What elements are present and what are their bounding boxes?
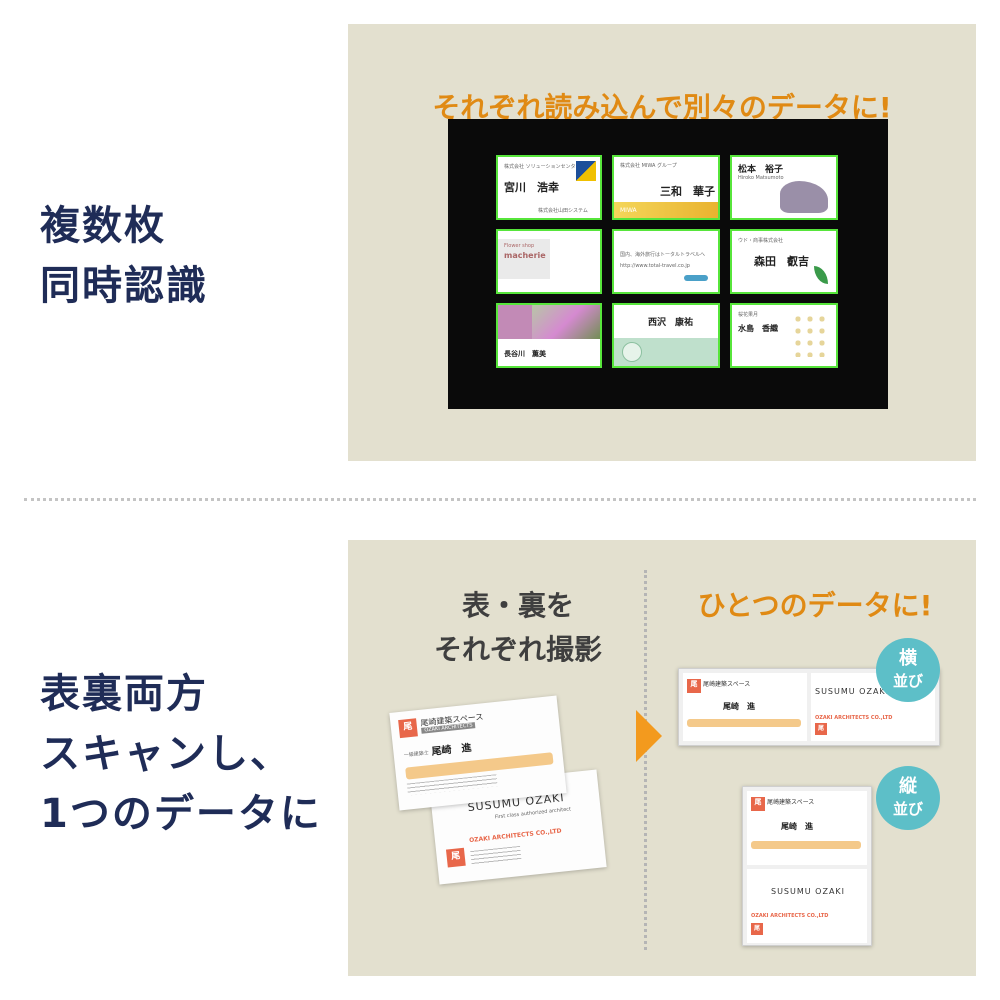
company-logo-icon: 尾 — [687, 679, 701, 693]
business-card: 桜花果月 水島 香織 — [730, 303, 838, 368]
business-card: 松本 裕子 Hiroko Matsumoto — [730, 155, 838, 220]
business-card: ウド・商事株式会社 森田 叡吉 — [730, 229, 838, 294]
airplane-icon — [684, 275, 708, 281]
leaf-icon — [814, 266, 828, 284]
logo-mark — [576, 161, 596, 181]
company-logo-icon: 尾 — [751, 797, 765, 811]
flower-photo — [532, 305, 600, 339]
arrow-right-icon — [636, 710, 662, 762]
plum-blossom-illustration — [792, 313, 828, 357]
left-caption: 表・裏を それぞれ撮影 — [388, 584, 648, 672]
section1-panel: それぞれ読み込んで別々のデータに! 株式会社 ソリューションセンター代表 宮川 … — [348, 24, 976, 461]
section1-caption: それぞれ読み込んで別々のデータに! — [432, 91, 892, 124]
section1-heading-line1: 複数枚 — [40, 203, 166, 249]
badge-vertical: 縦 並び — [876, 766, 940, 830]
business-card: Flower shop macherie — [496, 229, 602, 294]
business-card: 株式会社 ソリューションセンター代表 宮川 浩幸 株式会社山田システム — [496, 155, 602, 220]
section2-panel: 表・裏を それぞれ撮影 SUSUMU OZAKI First class aut… — [348, 540, 976, 976]
section1-heading: 複数枚 同時認識 — [40, 200, 208, 312]
business-card: 西沢 康祐 — [612, 303, 720, 368]
badge-horizontal: 横 並び — [876, 638, 940, 702]
company-logo-icon: 尾 — [815, 723, 827, 735]
business-card: 株式会社 MIWA グループ 三和 華子 MIWA — [612, 155, 720, 220]
scan-image: 株式会社 ソリューションセンター代表 宮川 浩幸 株式会社山田システム 株式会社… — [448, 119, 888, 409]
left-caption-line1: 表・裏を — [461, 589, 574, 622]
left-caption-line2: それぞれ撮影 — [433, 633, 602, 666]
business-card: 国内、海外旅行はトータルトラベルへ http://www.total-trave… — [612, 229, 720, 294]
company-logo-icon: 尾 — [398, 718, 418, 739]
section2-heading-line2: スキャンし、 — [40, 731, 292, 777]
section2-heading-line3: 1つのデータに — [40, 791, 322, 837]
company-logo-icon: 尾 — [445, 847, 466, 868]
card-wave — [614, 202, 718, 218]
right-caption: ひとつのデータに! — [697, 589, 933, 622]
section-divider — [24, 498, 976, 501]
emblem-icon — [622, 342, 642, 362]
business-card: 長谷川 薫美 — [496, 303, 602, 368]
section2-heading-line1: 表裏両方 — [40, 671, 208, 717]
section2-heading: 表裏両方 スキャンし、 1つのデータに — [40, 668, 322, 840]
company-logo-icon: 尾 — [751, 923, 763, 935]
section1-heading-line2: 同時認識 — [40, 263, 208, 309]
card-front-photo: 尾 尾崎建築スペース OZAKI ARCHITECTS 一級建築士 尾崎 進 — [389, 695, 567, 811]
cat-illustration — [780, 181, 828, 213]
combined-vertical: 尾 尾崎建築スペース 尾崎 進 SUSUMU OZAKI OZAKI ARCHI… — [742, 786, 872, 946]
